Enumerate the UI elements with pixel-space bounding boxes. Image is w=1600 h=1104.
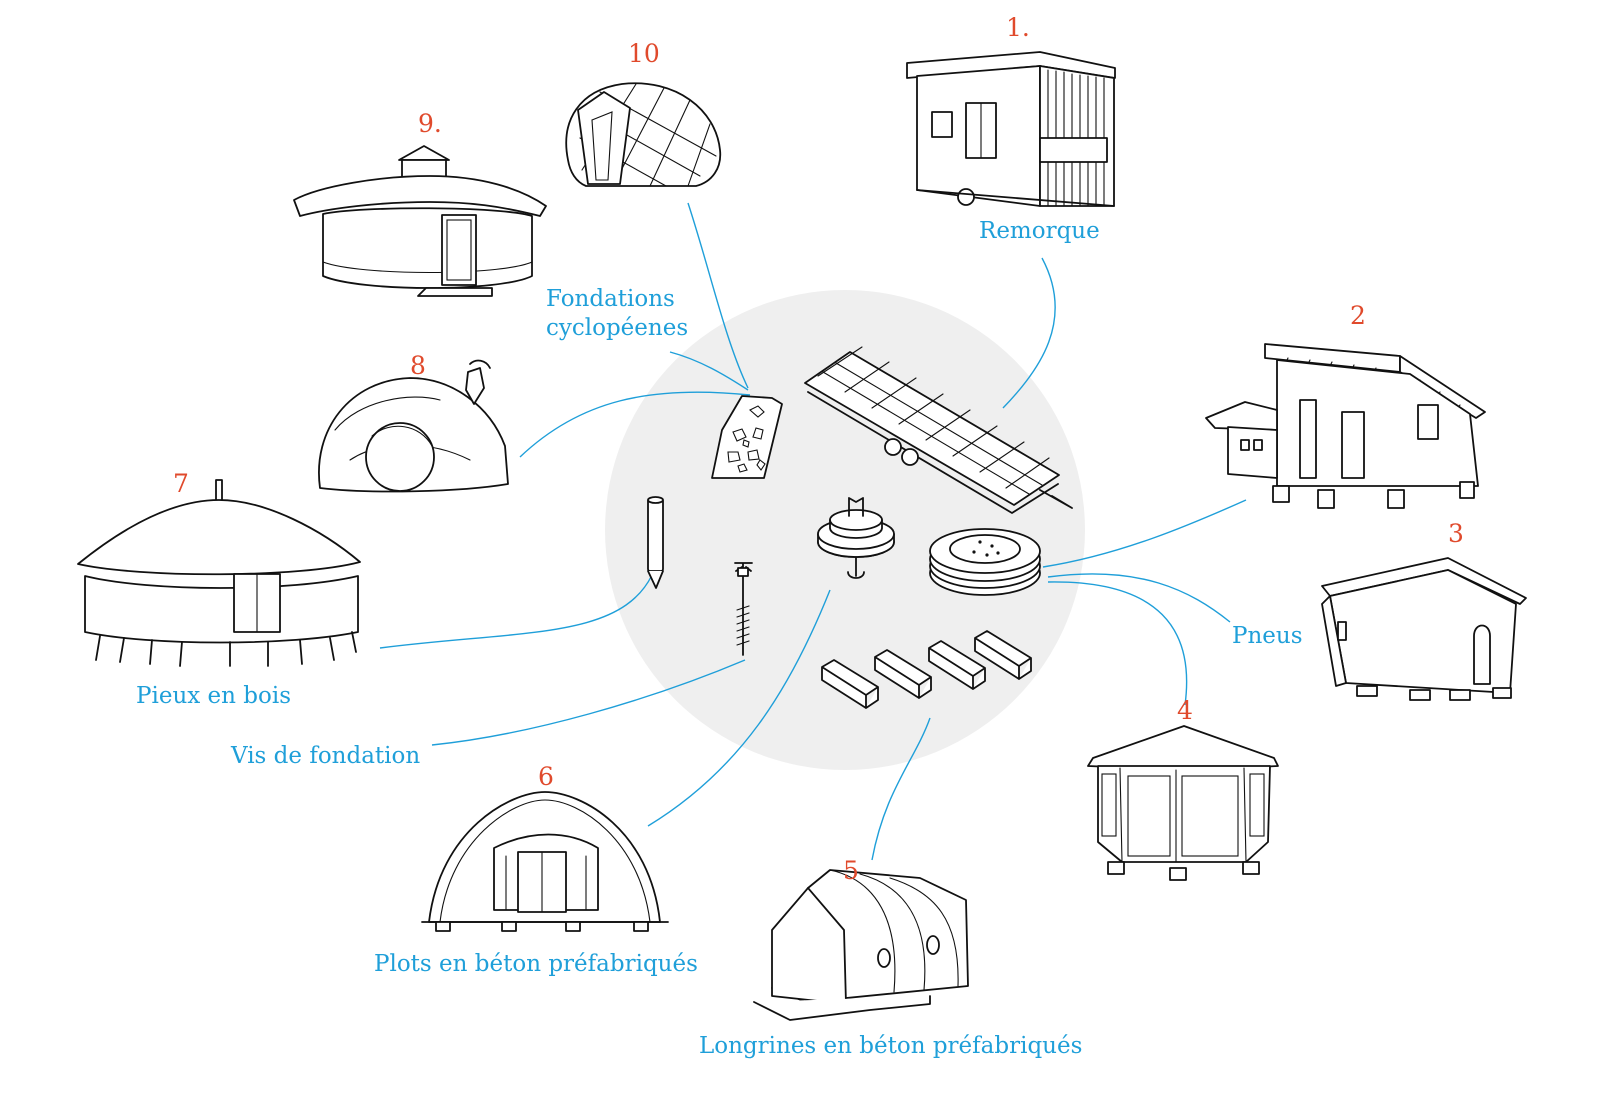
geodesic-dome-icon — [565, 82, 722, 187]
yurt-icon — [77, 479, 361, 667]
leader-plots — [647, 589, 831, 827]
label-cyclop-line2: cyclopéenes — [546, 315, 689, 341]
leader-remorque — [1002, 257, 1056, 409]
quonset-hut-icon — [421, 791, 669, 932]
leader-pneus-3 — [1047, 573, 1231, 623]
concrete-beams-icon — [821, 630, 1032, 709]
label-remorque: Remorque — [979, 218, 1100, 244]
concrete-pad-icon — [817, 497, 895, 579]
label-cyclop-line1: Fondations — [546, 286, 675, 312]
wooden-pile-icon — [647, 496, 664, 589]
number-house-3: 3 — [1448, 519, 1464, 548]
number-house-7: 7 — [173, 469, 189, 498]
round-house-icon — [293, 145, 547, 297]
leader-lines — [379, 202, 1247, 861]
label-vis: Vis de fondation — [231, 743, 421, 769]
leader-pneus-2 — [1042, 499, 1247, 568]
trailer-chassis-icon — [804, 346, 1073, 514]
cabin-icon — [1321, 557, 1527, 701]
leader-longrines — [871, 717, 931, 861]
number-house-1: 1. — [1006, 13, 1030, 42]
number-house-5: 5 — [843, 856, 859, 885]
number-house-9: 9. — [418, 109, 442, 138]
label-plots: Plots en béton préfabriqués — [374, 951, 698, 977]
label-pneus: Pneus — [1232, 623, 1303, 649]
pod-house-icon — [753, 869, 969, 1021]
cyclopean-rubble-icon — [711, 395, 783, 479]
number-house-6: 6 — [538, 762, 554, 791]
leader-cyclop-label — [669, 351, 749, 391]
tire-stack-icon — [929, 528, 1041, 596]
gazebo-icon — [1087, 725, 1279, 881]
label-pieux: Pieux en bois — [136, 683, 292, 709]
shed-roof-house-icon — [1205, 343, 1486, 509]
leader-dome — [687, 202, 749, 389]
ground-screw-icon — [734, 562, 753, 656]
number-house-4: 4 — [1177, 696, 1193, 725]
leader-pieux — [379, 574, 653, 649]
earth-house-icon — [318, 359, 509, 493]
number-house-10: 10 — [628, 39, 660, 68]
leader-cyclop-8 — [519, 391, 751, 458]
number-house-8: 8 — [410, 351, 426, 380]
number-house-2: 2 — [1350, 301, 1366, 330]
leader-pneus-4 — [1047, 581, 1188, 706]
tiny-house-icon — [906, 51, 1116, 207]
leader-vis — [431, 659, 746, 746]
label-longrines: Longrines en béton préfabriqués — [699, 1033, 1083, 1059]
